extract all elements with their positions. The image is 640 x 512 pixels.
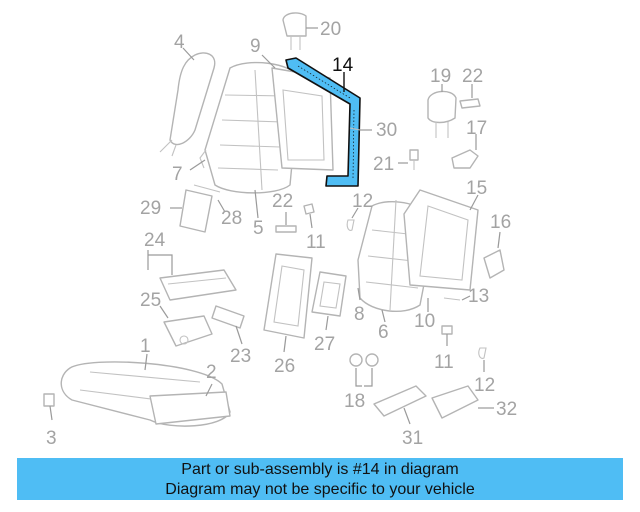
callout-24: 24 bbox=[144, 230, 166, 251]
banner-line-part: Part or sub-assembly is #14 in diagram bbox=[181, 461, 459, 478]
callout-14: 14 bbox=[332, 55, 354, 76]
callout-31: 31 bbox=[402, 428, 423, 449]
callout-11b: 11 bbox=[434, 352, 454, 373]
callout-26: 26 bbox=[274, 356, 295, 377]
part-clip-12b bbox=[478, 347, 487, 372]
part-knobs-18 bbox=[349, 353, 379, 387]
part-bolt-22 bbox=[275, 212, 297, 233]
part-frame-9 bbox=[261, 54, 334, 171]
callout-28: 28 bbox=[221, 208, 242, 229]
part-module-32 bbox=[431, 385, 494, 419]
callout-2: 2 bbox=[206, 362, 217, 383]
part-panel-29 bbox=[170, 189, 213, 233]
part-bracket-31 bbox=[373, 385, 427, 425]
part-strip-23 bbox=[211, 305, 245, 345]
part-clip-12 bbox=[346, 207, 359, 231]
callout-22b: 22 bbox=[272, 191, 293, 212]
callout-10: 10 bbox=[414, 311, 435, 332]
callout-20: 20 bbox=[320, 19, 341, 40]
callout-12: 12 bbox=[352, 191, 373, 212]
part-clip-3 bbox=[43, 393, 55, 421]
callout-9: 9 bbox=[250, 36, 261, 57]
callout-27: 27 bbox=[314, 334, 335, 355]
callout-4: 4 bbox=[174, 32, 185, 53]
callout-23: 23 bbox=[230, 346, 251, 367]
part-trim-14-highlighted bbox=[285, 57, 361, 187]
callout-5: 5 bbox=[253, 218, 264, 239]
leader-8 bbox=[357, 287, 361, 301]
callout-15: 15 bbox=[466, 178, 487, 199]
part-rod-30 bbox=[349, 127, 372, 131]
callout-6: 6 bbox=[378, 322, 389, 343]
callout-19: 19 bbox=[430, 66, 451, 87]
part-clip-11 bbox=[303, 203, 315, 229]
part-frame-27 bbox=[311, 271, 347, 331]
callout-labels: 4 9 20 14 19 22 30 17 21 7 15 29 22 12 2… bbox=[46, 19, 517, 449]
callout-30: 30 bbox=[376, 120, 397, 141]
part-side-bolster-4 bbox=[159, 47, 216, 157]
callout-17: 17 bbox=[466, 118, 487, 139]
part-frame-15 bbox=[403, 189, 479, 291]
part-screw-13 bbox=[443, 295, 471, 301]
info-banner: Part or sub-assembly is #14 in diagram D… bbox=[17, 458, 623, 500]
callout-29: 29 bbox=[140, 198, 161, 219]
part-headrest-20 bbox=[282, 12, 318, 50]
part-guide-22 bbox=[459, 84, 481, 109]
callout-25: 25 bbox=[140, 290, 161, 311]
part-seat-cushion-1 bbox=[60, 353, 231, 427]
part-headrest-19 bbox=[427, 84, 457, 138]
part-screw-21 bbox=[398, 149, 419, 170]
callout-32: 32 bbox=[496, 399, 517, 420]
callout-16: 16 bbox=[490, 212, 511, 233]
callout-7: 7 bbox=[172, 164, 183, 185]
callout-12b: 12 bbox=[474, 375, 495, 396]
part-latch-17 bbox=[451, 134, 479, 169]
callout-1: 1 bbox=[140, 336, 151, 357]
callout-11: 11 bbox=[306, 232, 326, 253]
part-motor-25 bbox=[159, 305, 213, 347]
callout-3: 3 bbox=[46, 428, 57, 449]
part-frame-26 bbox=[263, 253, 313, 353]
part-clip-11b bbox=[441, 325, 453, 346]
part-strip-28 bbox=[193, 184, 226, 213]
callout-18: 18 bbox=[344, 391, 365, 412]
callout-21: 21 bbox=[373, 154, 394, 175]
part-pad-24 bbox=[147, 250, 237, 301]
leader-2 bbox=[205, 383, 213, 397]
callout-8: 8 bbox=[354, 304, 365, 325]
banner-line-disclaimer: Diagram may not be specific to your vehi… bbox=[165, 481, 475, 498]
part-bracket-16 bbox=[483, 231, 505, 279]
callout-22: 22 bbox=[462, 66, 483, 87]
parts-diagram: 4 9 20 14 19 22 30 17 21 7 15 29 22 12 2… bbox=[43, 12, 517, 449]
callout-13: 13 bbox=[468, 286, 489, 307]
leader-5 bbox=[254, 189, 259, 219]
